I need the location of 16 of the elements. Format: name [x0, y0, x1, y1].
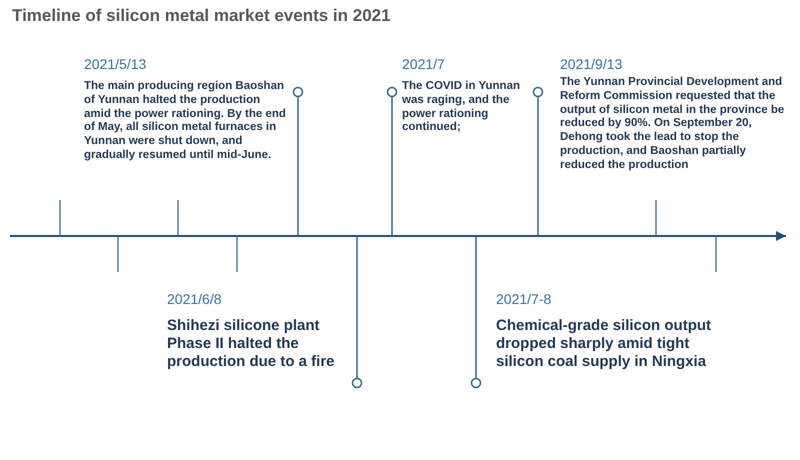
- leader-line: [292, 86, 304, 236]
- chart-title: Timeline of silicon metal market events in 2021: [12, 6, 391, 26]
- event-description: The main producing region Baoshan of Yunnan halted the production amid the power rationing. By the end of May, all silicon metal furnaces in Yunnan were shut down, and gradually resumed until mid-June.: [84, 80, 287, 163]
- date-label: 2021/5/13: [84, 56, 148, 72]
- date-label: 2021/7-8: [495, 291, 552, 307]
- date-label: 2021/9/13: [559, 56, 624, 72]
- event-description: The Yunnan Provincial Development and Reform Commission requested that the output of silicon metal in the province be reduced by 90%. On September 20, Dehong took the lead to stop the production, and Baoshan partially reduced the production: [559, 76, 786, 173]
- leader-line: [352, 236, 362, 388]
- leader-line: [470, 236, 482, 388]
- leader-line: [532, 86, 544, 236]
- date-label: 2021/6/8: [167, 291, 222, 307]
- leader-line: [386, 86, 398, 236]
- event-description: Chemical-grade silicon output dropped sharply amid tight silicon coal supply in Ningxia: [495, 317, 712, 371]
- date-label: 2021/7: [401, 56, 446, 72]
- event-description: Shihezi silicone plant Phase II halted the production due to a fire: [167, 317, 336, 371]
- event-description: The COVID in Yunnan was raging, and the power rationing continued;: [401, 80, 521, 136]
